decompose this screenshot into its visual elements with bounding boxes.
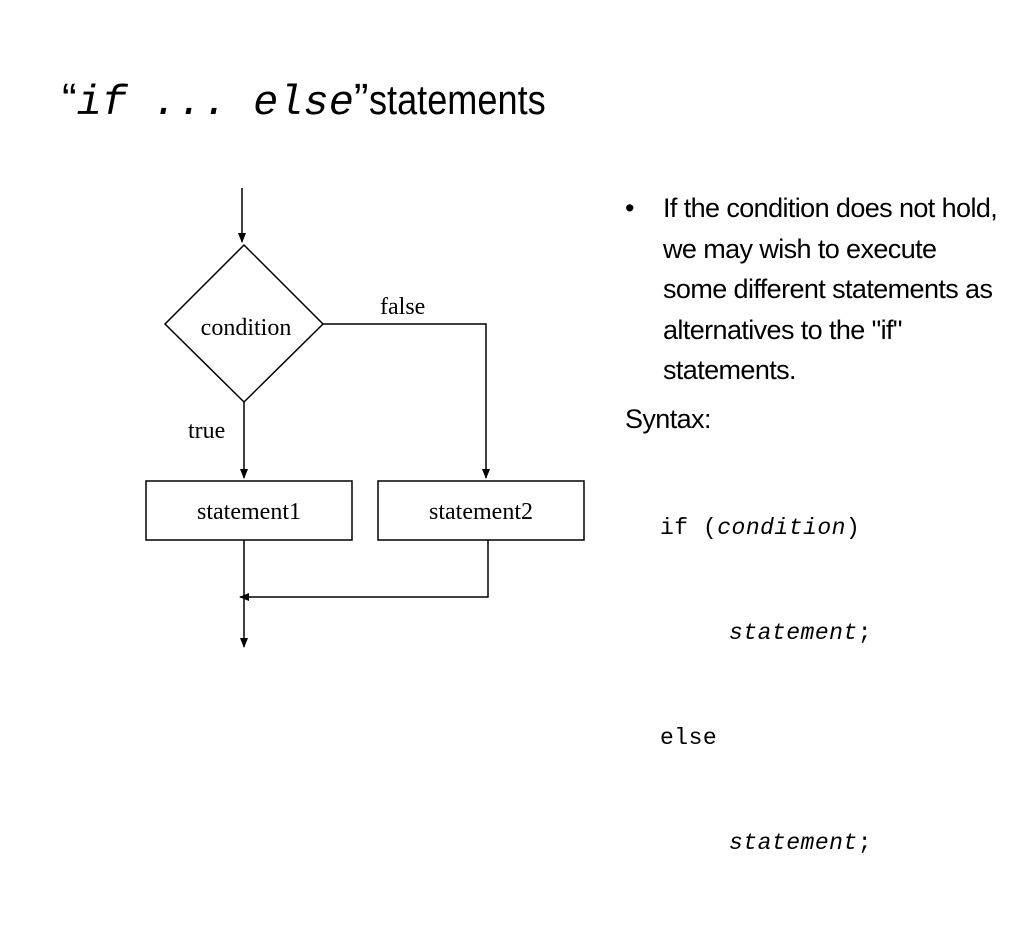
false-label: false [380,294,425,320]
slide-title: “if ... else” statements [62,75,574,127]
false-branch-arrow [323,323,490,479]
explanation-panel: • If the condition does not hold, we may… [625,188,1005,931]
title-text: statements [368,76,546,123]
statement2-label: statement2 [429,499,533,525]
title-close-quote: ” [353,75,369,124]
statement2-box [377,480,585,541]
statement1-box [145,480,353,541]
true-label: true [188,418,225,444]
code-condition: condition [717,514,846,541]
decision-label: condition [201,315,292,341]
title-code-keywords: if ... else [76,79,354,127]
code-line-statement-1: statement; [625,616,1005,651]
code-if-keyword: if ( [660,514,718,541]
code-line-statement-2: statement; [625,826,1005,861]
code-line-if: if (condition) [625,511,1005,546]
bullet-text: If the condition does not hold, we may w… [663,193,998,385]
syntax-label: Syntax: [625,403,711,434]
bullet-mark: • [625,193,634,223]
syntax-code-block: if (condition) statement; else statement… [625,441,1005,931]
bullet-point: • If the condition does not hold, we may… [625,188,1005,391]
code-semicolon-1: ; [857,619,873,646]
merge-arrow [239,540,489,601]
if-else-flowchart: condition false true statement1 statemen… [145,188,585,648]
statement1-label: statement1 [197,499,301,525]
code-line-else: else [625,721,1005,756]
code-semicolon-2: ; [857,829,873,856]
code-statement-2: statement [729,829,858,856]
code-else-keyword: else [660,724,718,751]
title-open-quote: “ [62,75,77,124]
code-statement-1: statement [729,619,858,646]
code-if-close: ) [845,514,861,541]
